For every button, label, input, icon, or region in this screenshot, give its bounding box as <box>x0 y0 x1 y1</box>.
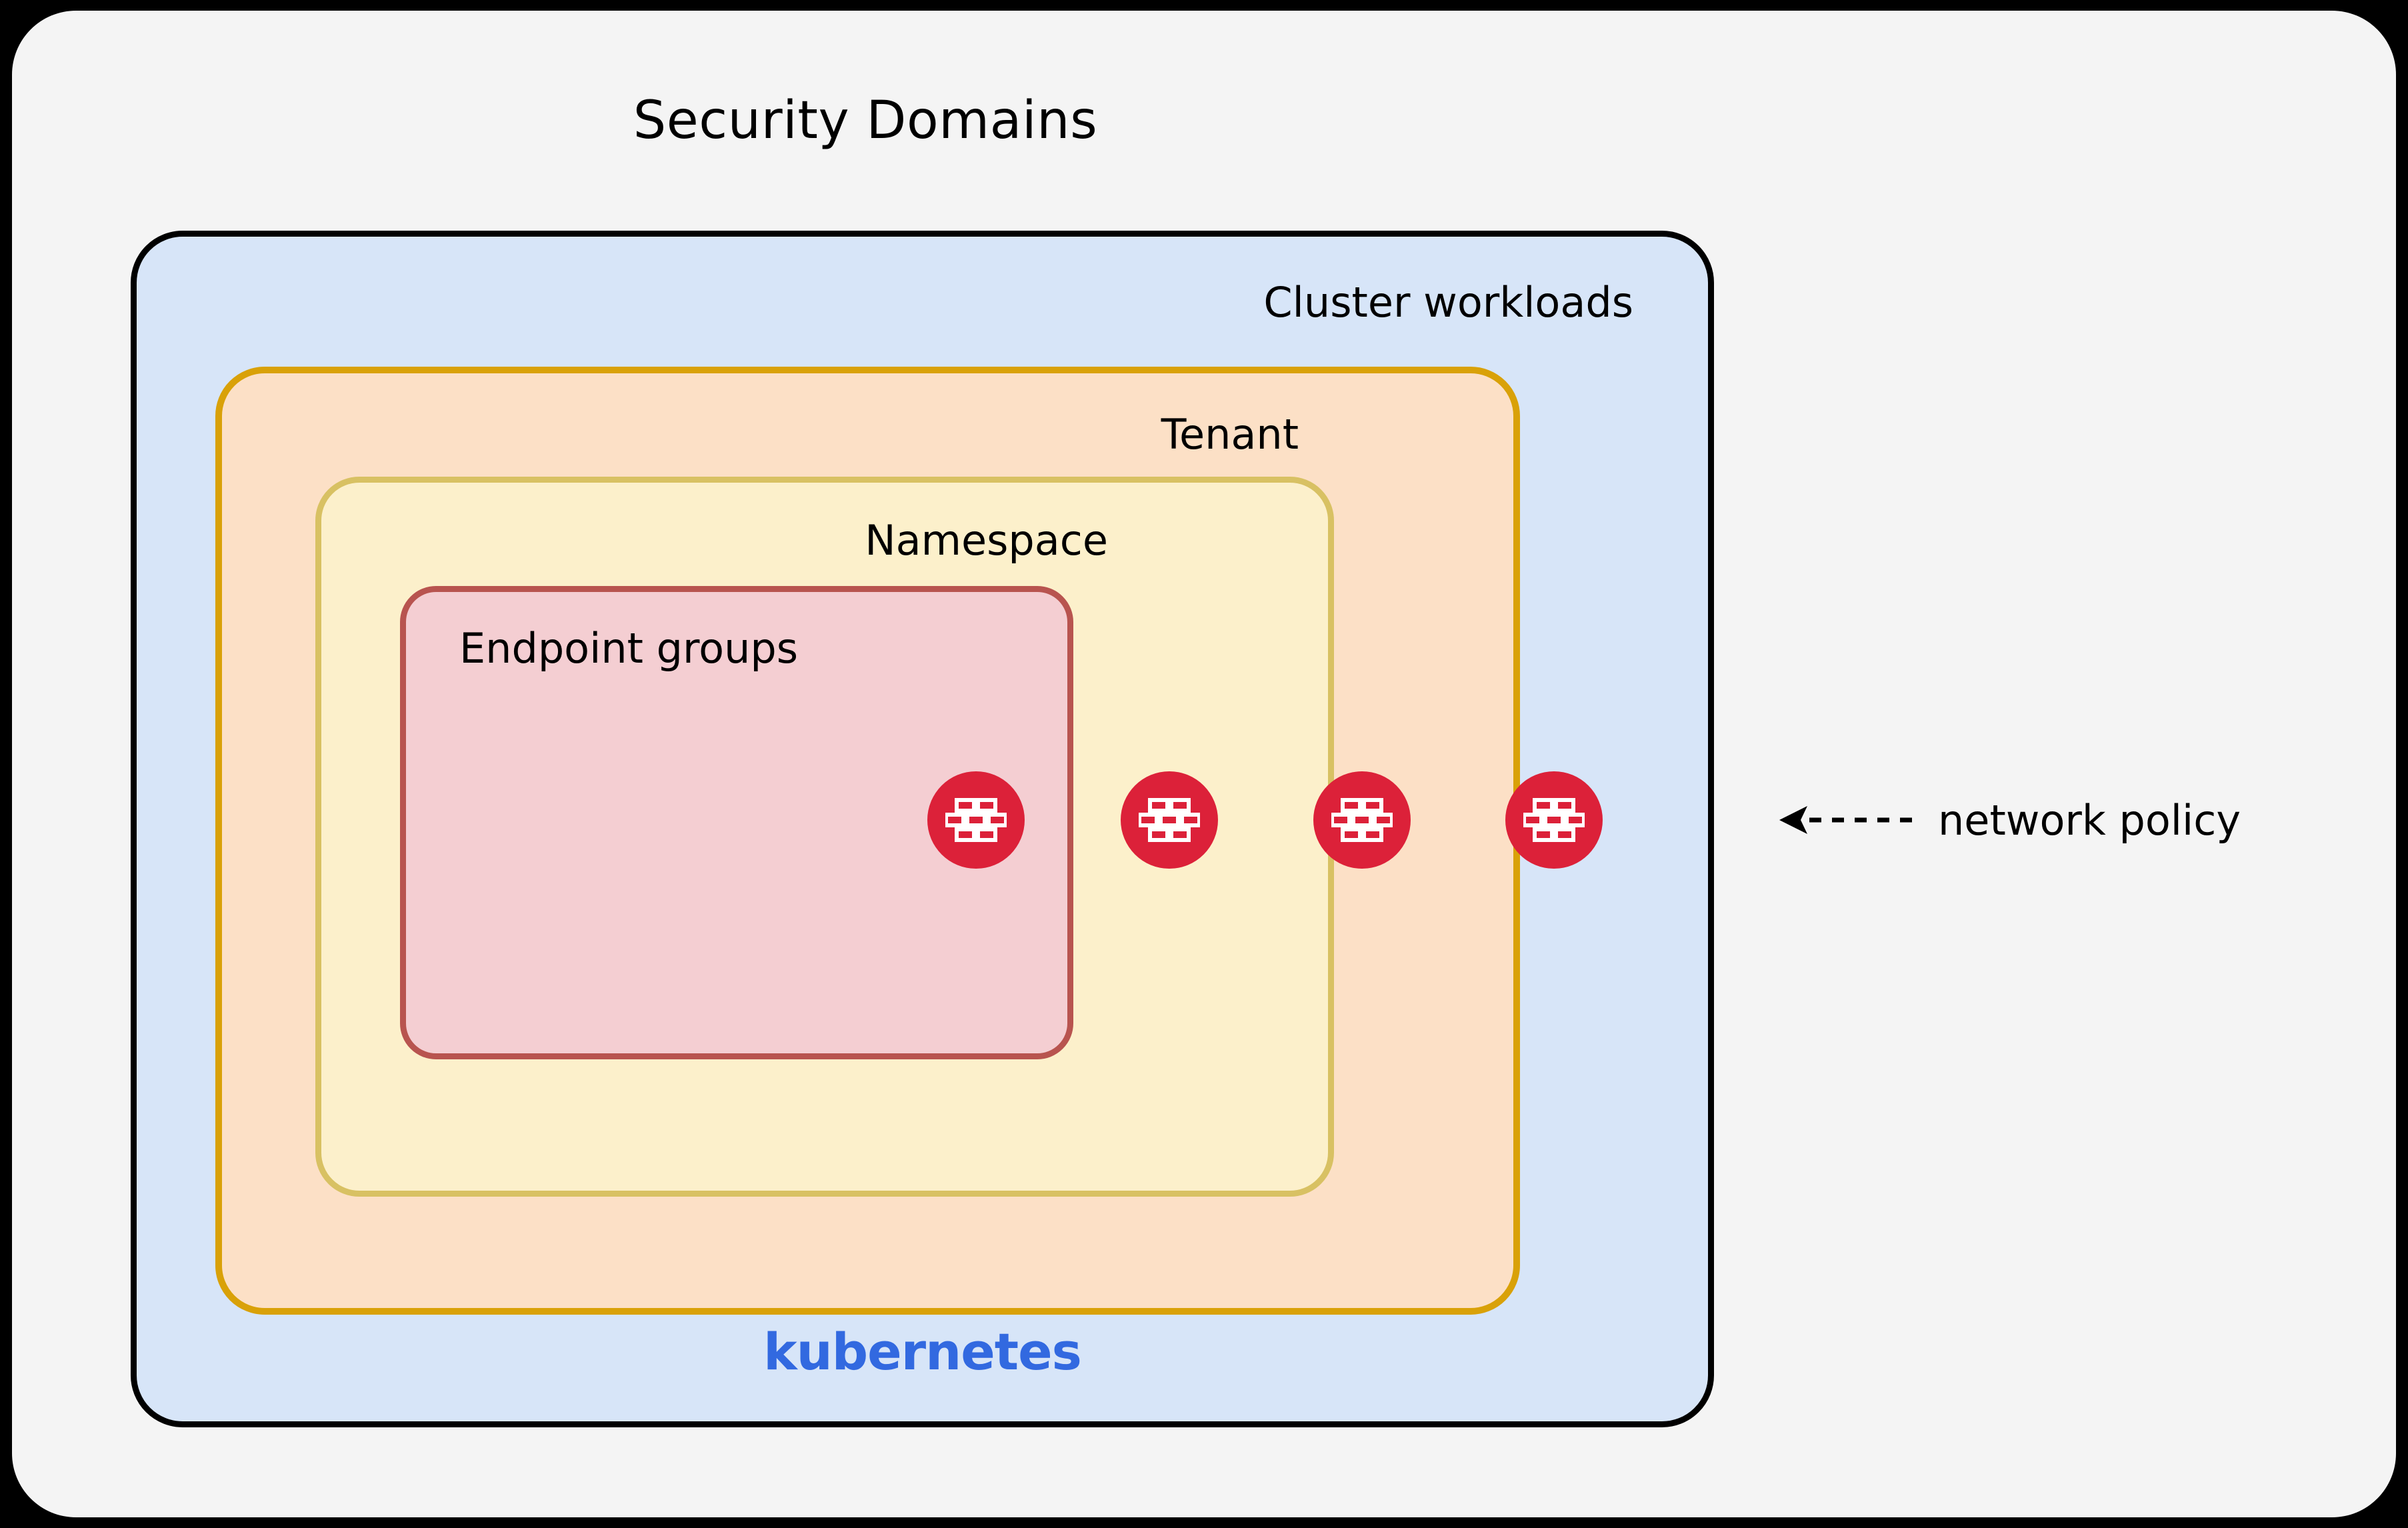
page-title: Security Domains <box>633 91 1098 151</box>
domain-label-cluster-workloads: Cluster workloads <box>1263 278 1633 327</box>
network-policy-annotation: network policy <box>1775 785 2241 855</box>
dashed-arrow-left-icon <box>1779 806 1912 834</box>
domain-label-namespace: Namespace <box>865 516 1108 565</box>
domain-label-endpoint-groups: Endpoint groups <box>459 624 799 673</box>
domain-box-cluster-workloads[interactable]: Cluster workloads Tenant Namespace Endpo… <box>131 231 1714 1427</box>
domain-label-tenant: Tenant <box>1161 410 1299 459</box>
diagram-canvas: Security Domains Cluster workloads Tenan… <box>12 11 2396 1517</box>
kubernetes-wordmark: kubernetes <box>763 1322 1082 1381</box>
firewall-brick-icon[interactable] <box>927 771 1025 869</box>
network-policy-label: network policy <box>1938 795 2241 845</box>
domain-box-endpoint-groups[interactable]: Endpoint groups <box>400 586 1073 1059</box>
firewall-brick-icon[interactable] <box>1313 771 1411 869</box>
firewall-brick-icon[interactable] <box>1505 771 1603 869</box>
firewall-brick-icon[interactable] <box>1121 771 1218 869</box>
